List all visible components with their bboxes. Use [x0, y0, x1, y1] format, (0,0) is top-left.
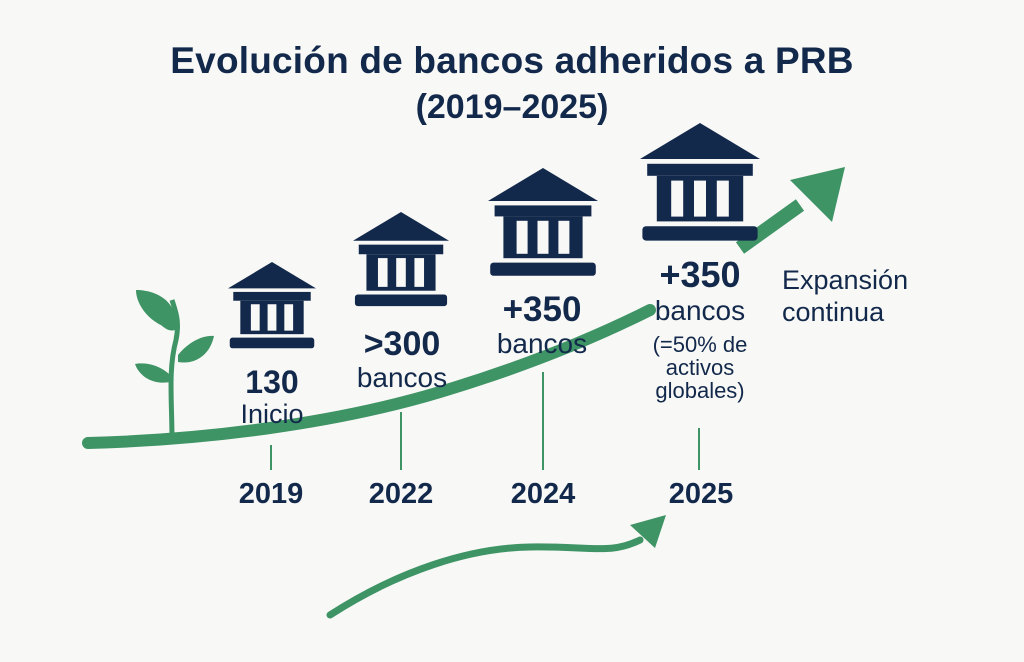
bank-icon — [640, 123, 760, 241]
expansion-annotation: Expansión continua — [782, 264, 932, 329]
page-title: Evolución de bancos adheridos a PRB — [170, 40, 854, 81]
milestone-2025: +350 bancos (=50% de activos globales) — [630, 254, 770, 404]
sprout-icon — [135, 290, 214, 441]
year-label: 2024 — [510, 478, 576, 510]
milestone-2022: >300 bancos — [342, 325, 462, 393]
year-label: 2019 — [238, 478, 304, 510]
milestone-value: +350 — [502, 290, 582, 329]
milestone-label: bancos — [496, 327, 588, 359]
milestone-note: (=50% de — [652, 332, 748, 358]
milestone-2024: +350 bancos — [480, 290, 604, 359]
bank-icon — [228, 262, 316, 349]
annotation-line: Expansión — [782, 265, 909, 295]
milestone-label: bancos — [654, 294, 746, 326]
milestone-value: +350 — [659, 254, 741, 295]
bank-icon — [353, 212, 449, 307]
milestone-note: activos — [665, 355, 735, 381]
bank-icon — [488, 168, 598, 276]
year-label: 2025 — [668, 478, 734, 510]
growth-path-upper — [735, 199, 805, 254]
growth-arrow-icon — [790, 167, 845, 222]
year-label: 2022 — [368, 478, 434, 510]
milestone-label: bancos — [356, 361, 448, 393]
annotation-line: continua — [782, 297, 885, 328]
milestone-2019: 130 Inicio — [222, 364, 322, 429]
milestone-label: Inicio — [240, 398, 304, 429]
milestone-note: globales) — [655, 378, 745, 404]
growth-path — [82, 304, 656, 449]
curved-arrow-head — [630, 515, 666, 548]
page-subtitle: (2019–2025) — [415, 88, 609, 126]
curved-arrow-icon — [326, 536, 644, 619]
milestone-value: 130 — [245, 364, 299, 400]
milestone-value: >300 — [363, 325, 441, 363]
